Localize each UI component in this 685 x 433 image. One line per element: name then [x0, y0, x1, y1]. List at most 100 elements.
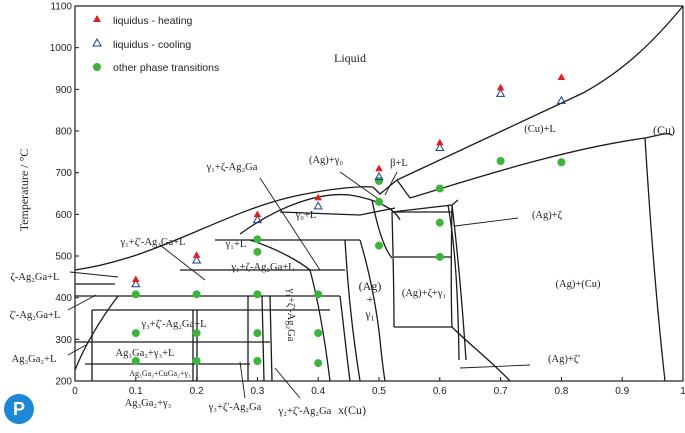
liquidus-heating-point — [557, 73, 566, 81]
x-tick-label: 0.2 — [190, 386, 204, 397]
legend-marker-cooling — [92, 37, 102, 47]
x-tick-label: 0.9 — [615, 386, 629, 397]
label-g1-zetap-vertical: γ₁+ζ'-Ag₂Ga — [285, 288, 296, 342]
transition-point — [253, 290, 262, 299]
liquidus-heating-point — [253, 210, 262, 218]
transition-point — [375, 241, 383, 250]
label-ag-zetap: (Ag)+ζ' — [548, 354, 580, 365]
phase-boundaries — [74, 5, 684, 382]
annotation-arrows — [67, 171, 531, 399]
y-tick-label: 400 — [55, 293, 72, 304]
x-tick-label: 0.4 — [311, 386, 325, 397]
label-liquid: Liquid — [334, 51, 366, 65]
liquidus-cooling-point — [191, 255, 202, 264]
transition-point — [253, 247, 262, 256]
arrow-g1-zeta — [259, 177, 321, 271]
transition-point — [253, 329, 262, 338]
label-g3-zetap: γ₃+ζ'-Ag₂Ga — [208, 402, 262, 413]
liquidus-cooling-point — [495, 88, 506, 97]
vert-262 — [261, 295, 265, 382]
zetap-boundary — [451, 326, 511, 382]
label-ag3-g3: Ag₃Ga₂+γ₃ — [125, 398, 172, 409]
legend-label-cooling: liquidus - cooling — [113, 39, 191, 51]
x-tick-label: 0 — [72, 386, 78, 397]
liquidus-cooling-point — [435, 142, 445, 152]
transition-point — [192, 357, 201, 365]
transition-point — [435, 252, 444, 261]
label-ag3-g3-l: Ag₃Ga₂+γ₃+L — [116, 348, 175, 359]
x-tick-label: 0.3 — [250, 386, 264, 397]
label-cu-l: (Cu)+L — [524, 124, 556, 135]
arrow-zetap-l — [67, 294, 97, 311]
liquidus-heating-point — [436, 138, 444, 146]
label-ag-g0: (Ag)+γ₀ — [309, 155, 343, 166]
label-g1-l: γ₁+L — [225, 239, 247, 250]
label-ag-plus: + — [367, 292, 374, 306]
transition-point — [314, 359, 323, 368]
liquidus-heating-point — [496, 83, 505, 91]
arrow-ag-zeta — [454, 217, 519, 227]
label-g1-zetap-l: γ₁+ζ'-Ag₂Ga+L — [119, 237, 185, 248]
y-tick-label: 900 — [55, 85, 72, 96]
transition-point — [314, 329, 323, 338]
arrow-ag-zetap — [459, 364, 531, 369]
liquidus-heating-point — [375, 164, 383, 172]
liquidus-heating-point — [132, 275, 140, 283]
y-tick-label: 200 — [55, 377, 72, 388]
liquidus-cooling-point — [252, 214, 263, 224]
arrow-ag-g0 — [339, 171, 381, 201]
legend-label-other: other phase transitions — [113, 62, 219, 74]
gamma0-boundary — [279, 207, 396, 216]
ag-gamma1-right — [359, 239, 386, 382]
g1-right-curve — [339, 295, 351, 382]
vert-270 — [269, 295, 273, 382]
region-labels: Liquid (Cu)+L (Cu) β+L (Ag)+γ₀ γ₀+L γ₁+ζ… — [10, 51, 675, 417]
arrow-g1-zetap-l — [159, 244, 206, 281]
label-g3-zetap-l: γ₃+ζ'-Ag₂Ga+L — [140, 319, 206, 330]
publisher-logo-icon: P — [4, 394, 34, 424]
liquidus-cooling-point — [374, 172, 384, 181]
label-ag3-l: Ag₃Ga₂+L — [12, 354, 57, 365]
label-ag3-cuga2: Ag₃Ga₂+CuGa₂+γ₃ — [129, 369, 191, 378]
y-tick-label: 600 — [55, 210, 72, 221]
liquidus-beta — [396, 179, 411, 199]
arrow-g3-zetap — [239, 361, 246, 399]
label-g1-zeta-l: γ₁+ζ-Ag₂Ga+L — [230, 262, 294, 273]
arrow-ag3-l — [67, 344, 87, 356]
y-tick-label: 300 — [55, 335, 72, 346]
label-g1-zeta: γ₁+ζ-Ag₂Ga — [206, 162, 258, 173]
y-tick-label: 1000 — [50, 43, 73, 54]
x-tick-label: 0.1 — [129, 386, 143, 397]
label-ag-zeta-g1: (Ag)+ζ+γ₁ — [402, 288, 446, 299]
transition-point — [375, 177, 383, 185]
label-g2-zetap: γ₂+ζ'-Ag₂Ga — [278, 406, 332, 417]
liquidus-cooling-point — [313, 201, 323, 210]
data-marks — [131, 73, 567, 368]
label-zetap-l: ζ'-Ag₂Ga+L — [10, 310, 61, 321]
label-ag-g1: γ₁ — [364, 307, 375, 321]
arrow-beta — [384, 171, 398, 196]
label-beta-l: β+L — [390, 158, 408, 169]
ag-zeta-solvus2 — [447, 204, 460, 361]
liquidus-heating-point — [314, 193, 322, 201]
transition-point — [435, 218, 444, 227]
x-axis-label: x(Cu) — [338, 403, 366, 417]
transition-point — [192, 329, 201, 338]
ag-gamma0-left — [371, 199, 393, 259]
legend-label-heating: liquidus - heating — [113, 15, 193, 27]
transition-point — [131, 329, 140, 338]
label-ag-cu: (Ag)+(Cu) — [556, 279, 601, 290]
label-zeta-l: ζ-Ag₂Ga+L — [11, 272, 60, 283]
transition-point — [496, 157, 505, 165]
arrow-zeta-l — [69, 271, 119, 278]
transition-point — [131, 290, 140, 299]
ag-zeta-left — [391, 211, 395, 328]
legend-marker-other — [93, 63, 101, 71]
label-g0-l: γ₀+L — [295, 210, 317, 221]
liquidus-cooling-point — [131, 279, 141, 288]
transition-point — [253, 235, 262, 244]
cu-l-boundary — [409, 133, 673, 199]
transition-point — [192, 290, 201, 299]
liquidus-right — [396, 5, 684, 181]
